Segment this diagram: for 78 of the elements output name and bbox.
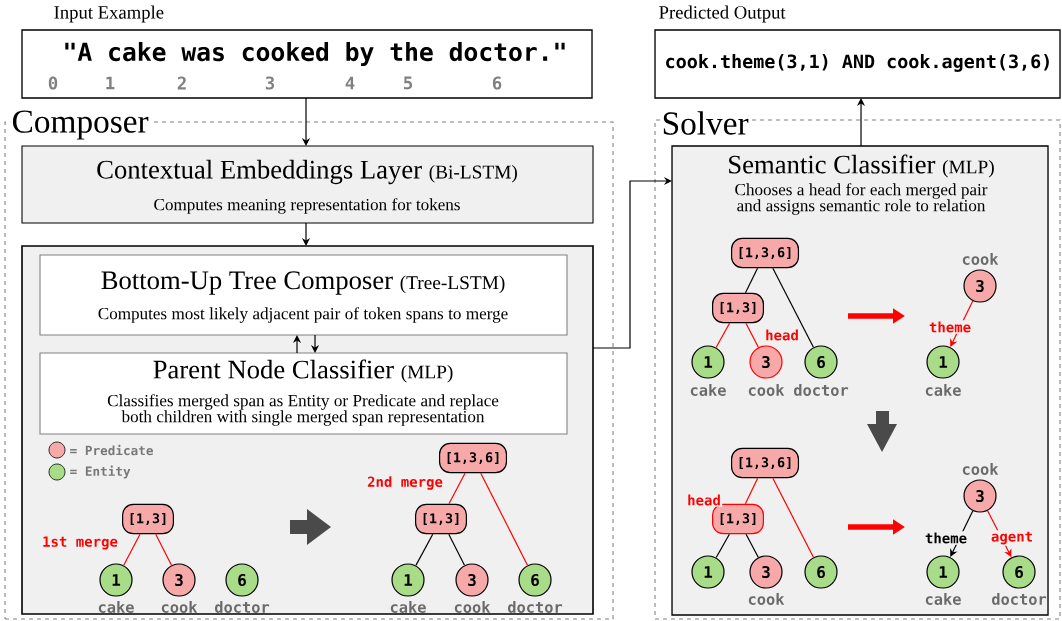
section-title: Composer [10,109,150,141]
word-label: cake [925,593,961,605]
legend-label: = Predicate [70,444,153,456]
tree-edge [448,533,466,566]
edge-label: theme [927,320,973,334]
tree-edge [155,533,173,566]
heading: Input Example [54,5,164,23]
tree-edge [715,533,730,559]
span-node: [1,3,6] [731,237,800,269]
node-label: 4 [345,76,355,90]
word-label: cook [962,463,999,475]
word-label: cake [98,601,134,613]
tree-edge [744,477,759,505]
tree-node: 1 [391,563,425,597]
tree-edge [745,322,759,348]
edge-label: agent [989,530,1035,546]
word-label: doctor [992,593,1047,605]
word-label: doctor [215,601,270,613]
span-node: [1,3] [712,292,764,324]
tree-node: 6 [225,563,259,597]
edge-label: 1st merge [40,535,120,551]
tree-edge [772,267,815,348]
edge-label: head [763,328,801,342]
node-label: 6 [492,76,502,90]
tree-node: 6 [804,345,838,379]
tree-node: 1 [926,555,960,589]
tree-node: 3 [455,563,489,597]
legend-label: = Entity [70,465,131,479]
span-node: [1,3] [122,503,174,535]
word-label: doctor [508,601,563,613]
arrow [592,176,672,349]
tree-edge [415,533,434,566]
word-label: doctor [794,384,849,396]
node-label: 5 [404,76,413,90]
process-box: Bottom-Up Tree Composer (Tree-LSTM) Computes most likely adjacent pair of token spans to merge [39,254,568,336]
tree-node: 3 [963,479,997,513]
process-box: Contextual Embeddings Layer (Bi-LSTM) Computes meaning representation for tokens [21,145,594,224]
word-label: cake [390,601,426,613]
tree-node: 1 [691,345,725,379]
span-node: [1,3,6] [731,447,800,479]
tree-node: 1 [99,563,133,597]
edge-label: head [685,493,723,507]
tree-edge [480,472,529,566]
word-label: cake [690,384,726,396]
span-node: [1,3] [415,503,467,535]
node-label: 0 [48,76,58,90]
tree-edge [745,533,759,558]
word-label: cake [925,384,961,396]
tree-node: 3 [749,555,783,589]
tree-node: 6 [1002,555,1036,589]
node-label: 1 [106,76,115,90]
heading: Predicted Output [659,5,786,23]
tree-edge [772,477,815,558]
edge-label: theme [923,531,969,545]
node-label: 2 [177,76,186,90]
tree-edge [715,322,731,349]
span-node: [1,3,6] [438,442,508,474]
tree-edge [123,533,141,566]
tree-edge [744,267,759,294]
section-title: Solver [660,109,750,137]
input-box: "A cake was cooked by the doctor." 0 1 2 3 4 5 6 [21,29,593,99]
node-label: "A cake was cooked by the doctor." [65,42,565,66]
tree-edge [448,472,466,505]
process-box: Parent Node Classifier (MLP) Classifies merged span as Entity or Predicate and replace both children with single merged span representation [39,352,568,435]
tree-node: 6 [518,563,552,597]
node-label: 3 [265,76,275,90]
word-label: cook [454,601,491,613]
tree-node: 3 [162,563,196,597]
tree-node: 1 [691,555,725,589]
tree-node: 3 [749,345,783,379]
word-label: cook [748,593,785,605]
word-label: cook [161,601,198,613]
word-label: cook [748,384,785,396]
word-label: cook [962,253,999,265]
output-box: cook.theme(3,1) AND cook.agent(3,6) [654,29,1061,99]
tree-node: 6 [804,555,838,589]
tree-node: 1 [926,345,960,379]
tree-node: 3 [963,269,997,303]
